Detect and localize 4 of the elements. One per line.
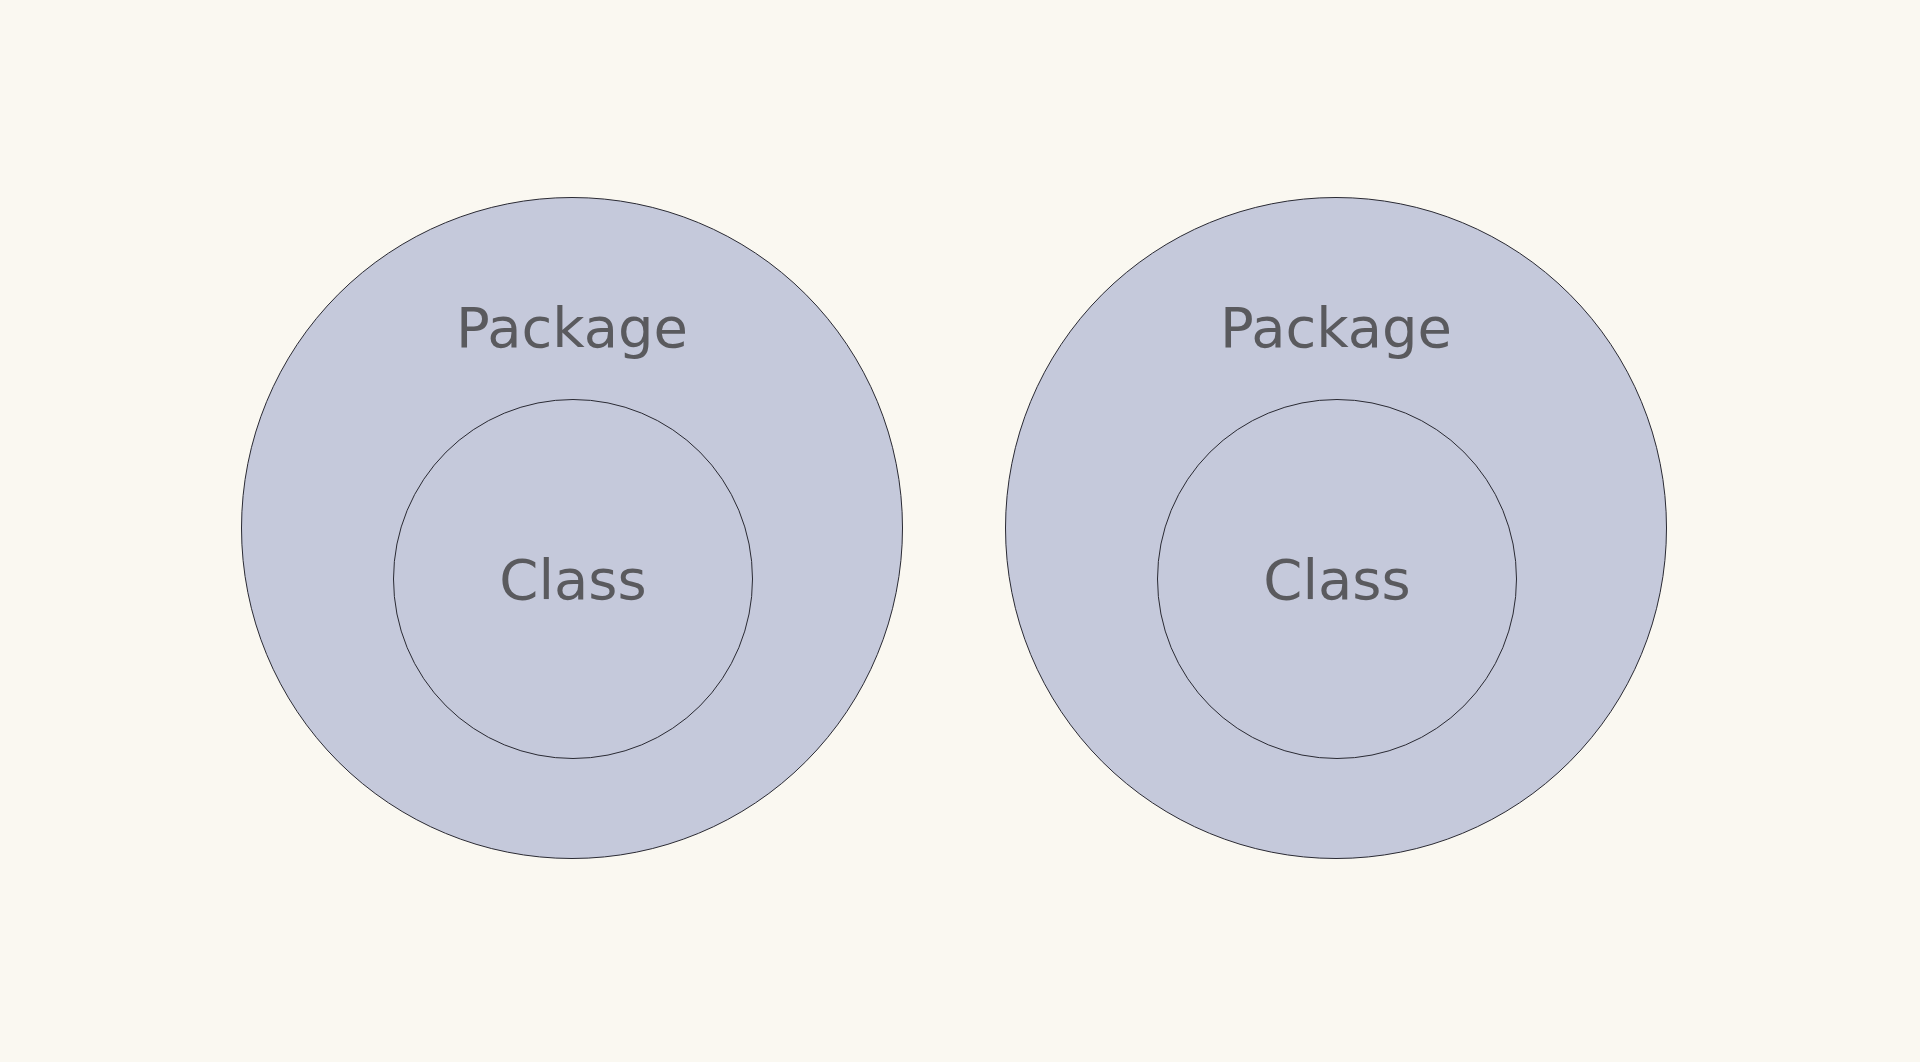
circle-label: Class <box>1263 546 1411 614</box>
circle-label: Package <box>1219 294 1453 362</box>
circle-label: Class <box>499 546 647 614</box>
circle-label: Package <box>455 294 689 362</box>
